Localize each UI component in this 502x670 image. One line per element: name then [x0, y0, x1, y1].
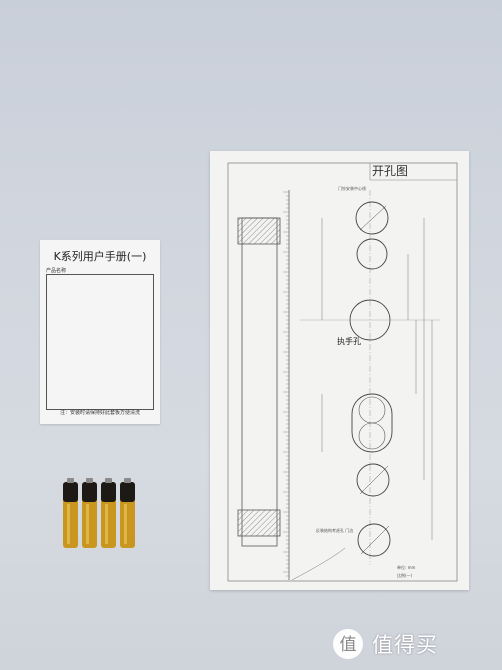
battery-highlight: [124, 504, 127, 544]
battery-top-band: [120, 482, 135, 502]
top-hole-note: 门铃安装中心线: [338, 186, 366, 191]
scale-note: 单位: mm: [397, 565, 416, 570]
template-title: 开孔图: [372, 164, 409, 178]
manual-title: K系列用户手册(一): [53, 250, 147, 263]
cylinder-slot-inner-top: [358, 396, 386, 424]
battery-top-band: [63, 482, 78, 502]
manual-footer-note: 注：安装时请保持好此套板方便清洗: [59, 410, 140, 416]
battery-top-band: [82, 482, 97, 502]
aa-battery: [82, 478, 97, 548]
svg-text:值: 值: [340, 635, 357, 655]
bottom-hole: [357, 523, 391, 557]
template-inner-border: [227, 162, 458, 582]
battery-highlight: [86, 504, 89, 544]
second-hole: [356, 238, 388, 270]
ruler-ticks: [283, 191, 289, 577]
lower-hole: [356, 463, 390, 497]
top-hole: [355, 201, 389, 235]
lock-body-outline: [241, 217, 278, 547]
zhi-logo-icon: 值: [333, 629, 363, 659]
manual-diagram-frame: [46, 274, 154, 410]
battery-terminal: [67, 478, 74, 483]
aa-battery: [120, 478, 135, 548]
aa-battery: [63, 478, 78, 548]
handle-hole-label: 执手孔: [337, 337, 361, 346]
user-manual-leaflet: K系列用户手册(一) 产品名称 注：安装时请保持好此套板方便清洗: [40, 240, 160, 424]
battery-terminal: [124, 478, 131, 483]
manual-subtitle: 产品名称: [46, 268, 67, 274]
lower-hole-diameter: [359, 465, 389, 495]
watermark: 值 值得买: [332, 627, 438, 661]
battery-highlight: [67, 504, 70, 544]
bottom-edge-note: 反装结构考虑孔 门边: [316, 528, 354, 533]
aa-battery: [101, 478, 116, 548]
battery-top-band: [101, 482, 116, 502]
battery-terminal: [86, 478, 93, 483]
battery-terminal: [105, 478, 112, 483]
cylinder-slot: [351, 393, 393, 453]
battery-group: [63, 478, 135, 548]
bottom-latch-block: [237, 509, 281, 537]
cylinder-slot-inner-bottom: [358, 422, 386, 450]
top-latch-block: [237, 217, 281, 245]
top-hole-diameter: [359, 205, 387, 231]
edge-guide-curve: [291, 547, 346, 581]
watermark-text: 值得买: [372, 633, 438, 657]
version-note: 比例(一): [397, 573, 413, 578]
bottom-hole-diameter: [360, 525, 390, 555]
battery-highlight: [105, 504, 108, 544]
